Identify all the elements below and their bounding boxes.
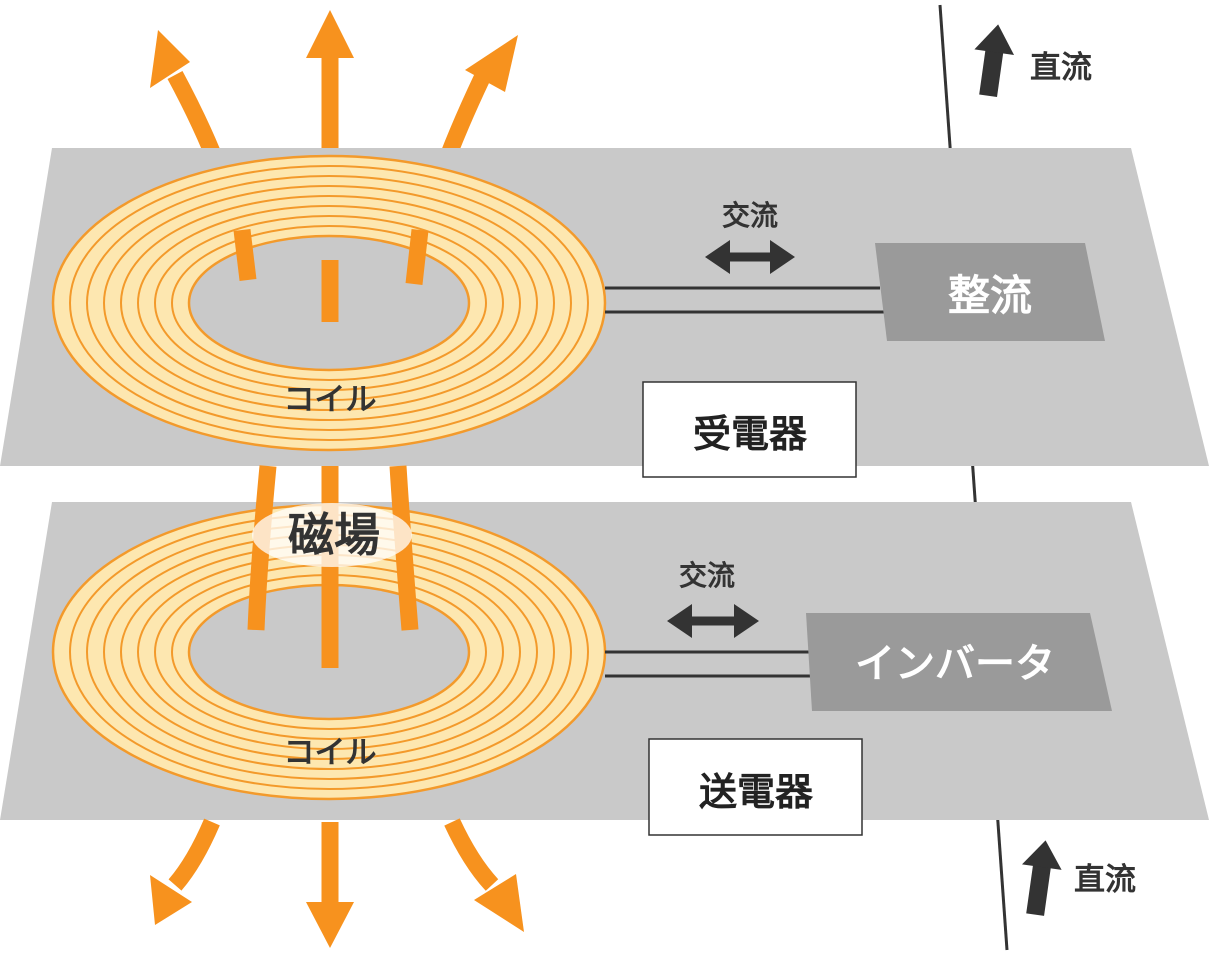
inverter-block [806,613,1112,711]
ac-top-label: 交流 [722,199,778,232]
ac-arrow-bottom [667,604,759,638]
receiver-box [642,381,857,478]
coil-turn [154,215,504,391]
dc-bottom-label: 直流 [1074,862,1136,898]
dc-arrow-bottom [1022,840,1062,916]
coil-turn [120,195,538,411]
field-arrows-bottom [150,818,524,948]
magnetic-field-glow [252,503,412,567]
coil-turn [103,185,555,421]
coil-turn [137,205,521,401]
inverter-label: インバータ [855,641,1055,687]
dc-top-label: 直流 [1030,50,1092,86]
ac-bottom-label: 交流 [679,559,735,592]
coil-turn [86,175,572,431]
coil-turn [69,165,589,441]
rectifier-label: 整流 [948,271,1032,320]
coil-top-label: コイル [284,382,377,418]
field-arrows-middle [247,465,419,668]
rectifier-block [875,243,1105,341]
receiver-label: 受電器 [693,412,808,456]
transmitter-label: 送電器 [699,770,814,814]
ac-arrow-top [705,240,795,274]
dc-arrow-top [974,24,1015,97]
magnetic-field-label: 磁場 [288,508,380,562]
coil-turn [171,225,487,381]
field-arrows-top-inner [233,228,429,322]
transmitter-box [648,738,863,836]
coil-bottom-label: コイル [284,735,377,771]
